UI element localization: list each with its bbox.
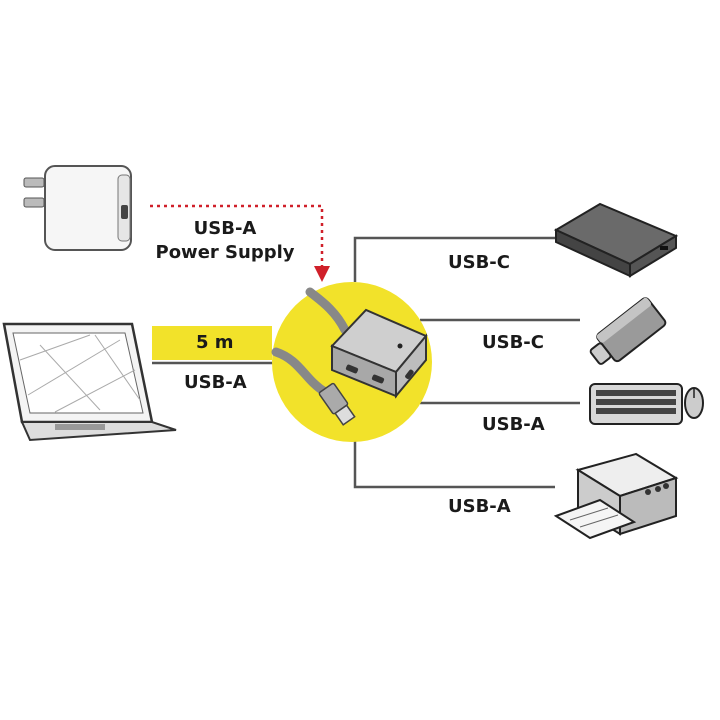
power-arrow-icon: [314, 266, 330, 282]
cable-length-label: 5 m: [196, 332, 234, 353]
connection-lines: [152, 236, 580, 489]
port-3-label: USB-A: [482, 414, 545, 435]
power-supply-label-line2: Power Supply: [155, 242, 295, 263]
mouse-icon: [684, 387, 704, 419]
power-supply-label-line1: USB-A: [193, 218, 257, 239]
power-dotted-line: [150, 204, 324, 268]
external-drive-icon: [553, 202, 679, 278]
port-2-label: USB-C: [482, 332, 544, 353]
cable-length-band: [152, 326, 272, 360]
port-4-label: USB-A: [448, 496, 511, 517]
laptop-icon: [2, 322, 177, 442]
port-1-label: USB-C: [448, 252, 510, 273]
hub-cables: [271, 287, 356, 426]
line-port-1: [353, 236, 555, 282]
keyboard-icon: [589, 383, 683, 425]
printer-icon: [553, 452, 679, 540]
usb-c-adapter-icon: [589, 297, 667, 365]
line-port-4: [353, 440, 555, 489]
laptop-port-label: USB-A: [184, 372, 247, 393]
power-adapter-icon: [23, 165, 132, 251]
usb-hub-icon: [330, 308, 428, 399]
